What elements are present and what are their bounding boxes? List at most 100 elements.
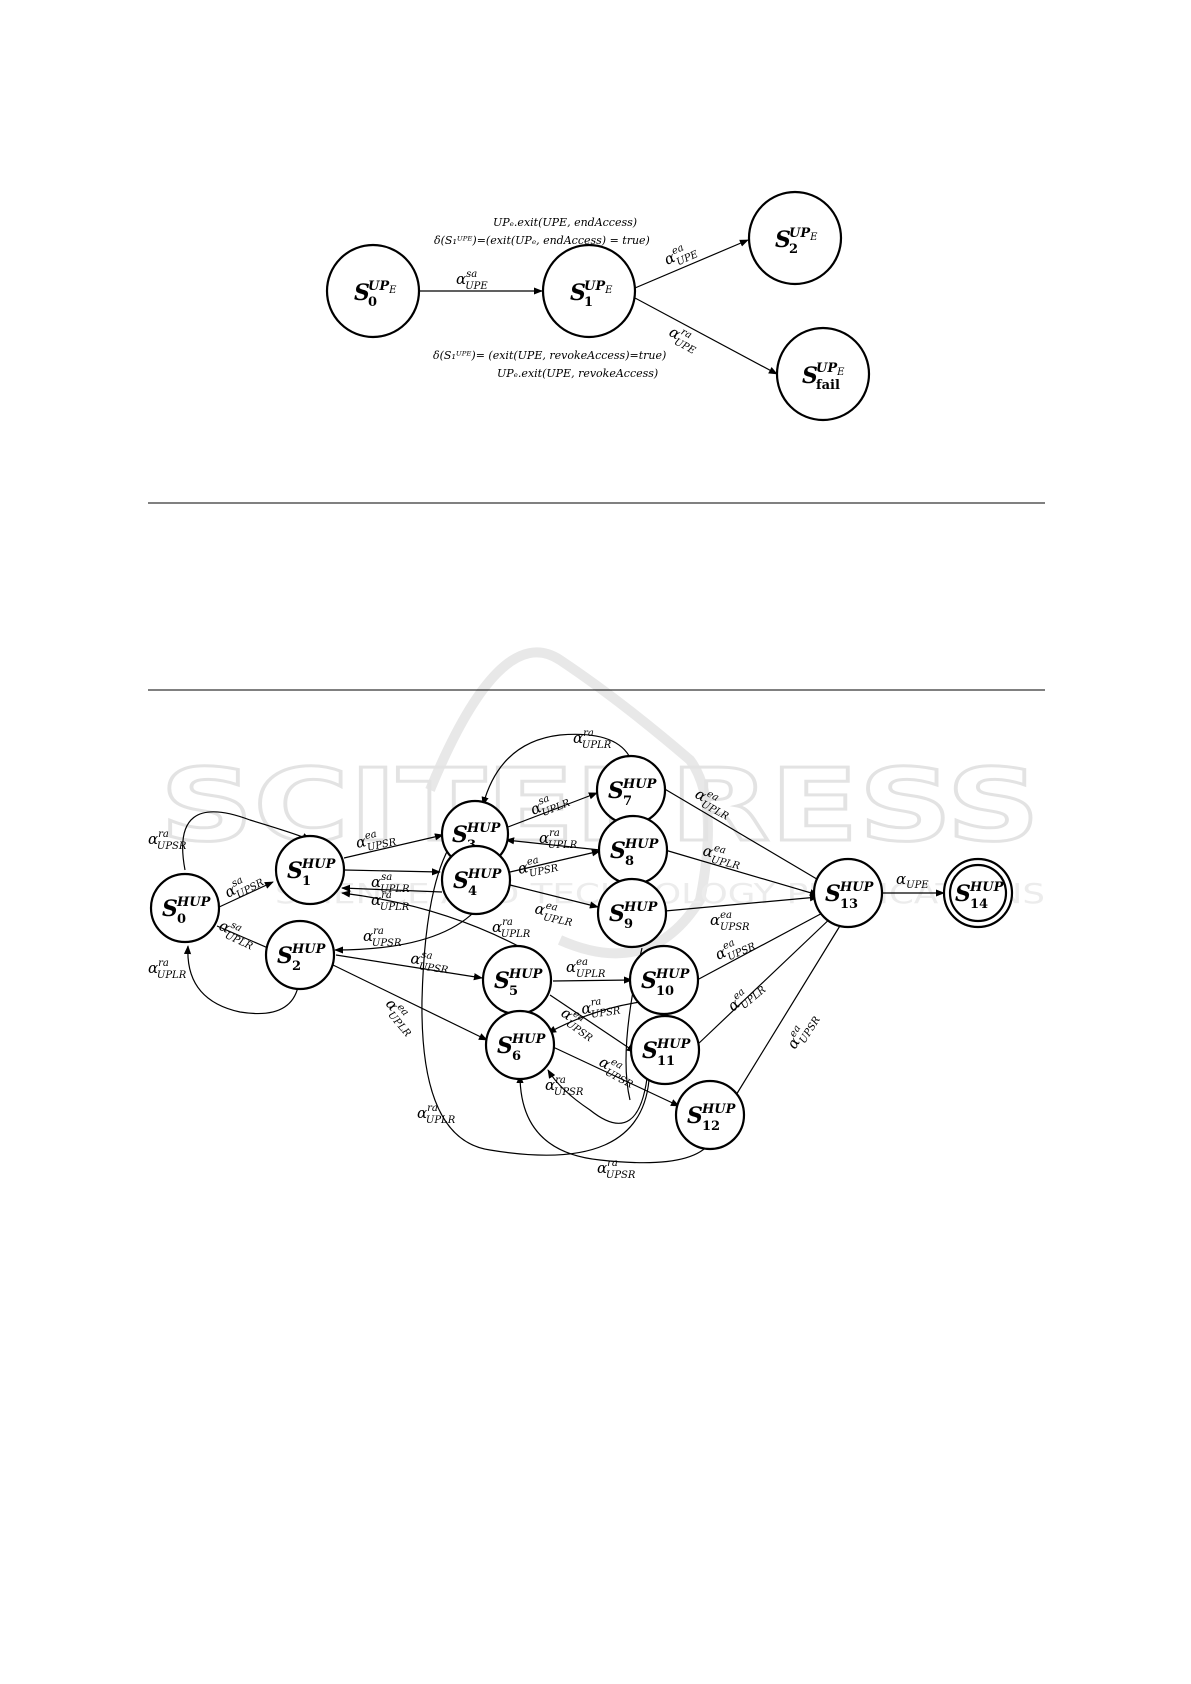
svg-text:HUP: HUP	[466, 821, 502, 836]
svg-text:1: 1	[302, 874, 311, 889]
svg-text:2: 2	[789, 242, 798, 257]
state-h11: S HUP 11	[629, 1014, 701, 1086]
svg-text:S: S	[642, 1038, 658, 1064]
svg-text:S: S	[354, 280, 370, 306]
transition-label: αsaUPSR	[409, 948, 451, 976]
svg-text:UPE: UPE	[789, 226, 818, 243]
svg-text:S: S	[802, 363, 818, 389]
annotation-end-exit: UPₑ.exit(UPE, endAccess)	[493, 216, 637, 229]
svg-text:11: 11	[657, 1054, 675, 1069]
state-h1: S HUP 1	[274, 834, 346, 906]
edge-h5-h11	[549, 994, 636, 1053]
bottom-diagram: S HUP 0 S HUP 1 S HUP 2 S HUP 3	[148, 728, 1014, 1181]
edge-h12-h13	[732, 915, 847, 1101]
edge-h0-h2	[216, 925, 276, 952]
svg-text:fail: fail	[816, 378, 840, 393]
state-h4: S HUP 4	[440, 844, 512, 916]
state-h5: S HUP 5	[481, 944, 553, 1016]
transition-label: αeaUPSR	[712, 930, 758, 967]
state-h13: S HUP 13	[812, 857, 884, 929]
svg-text:7: 7	[623, 794, 632, 809]
svg-text:0: 0	[177, 912, 186, 927]
state-h7: S HUP 7	[595, 754, 667, 826]
transition-label: αraUPSR	[580, 994, 622, 1022]
svg-text:5: 5	[509, 984, 518, 999]
edge-h6-h12	[552, 1046, 680, 1107]
svg-text:UPE: UPE	[368, 279, 397, 296]
edge-h5-h1	[341, 890, 521, 948]
svg-text:HUP: HUP	[622, 777, 658, 792]
svg-text:HUP: HUP	[301, 857, 337, 872]
svg-text:S: S	[608, 778, 624, 804]
state-h9: S HUP 9	[596, 877, 668, 949]
svg-text:S: S	[570, 280, 586, 306]
edge-h9-h13	[664, 894, 819, 912]
edge-h11-h13	[696, 912, 837, 1046]
svg-text:S: S	[452, 822, 468, 848]
svg-text:HUP: HUP	[624, 837, 660, 852]
svg-text:HUP: HUP	[623, 900, 659, 915]
svg-text:S: S	[687, 1103, 703, 1129]
svg-text:HUP: HUP	[176, 895, 212, 910]
svg-text:4: 4	[468, 884, 477, 899]
edge-h1-h3	[343, 833, 444, 859]
svg-text:S: S	[825, 881, 841, 907]
svg-text:HUP: HUP	[655, 967, 691, 982]
svg-text:8: 8	[625, 854, 634, 869]
svg-text:HUP: HUP	[969, 880, 1005, 895]
edge-h8-h3	[505, 837, 601, 851]
transition-label: αsaUPSR	[221, 866, 266, 905]
bottom-states: S HUP 0 S HUP 1 S HUP 2 S HUP 3	[149, 754, 1014, 1151]
label-s1-s2: αeaUPE	[661, 238, 701, 273]
edge-h2-h5	[335, 954, 483, 981]
svg-text:6: 6	[512, 1049, 521, 1064]
watermark-swoosh	[425, 647, 713, 959]
svg-text:2: 2	[292, 959, 301, 974]
svg-text:HUP: HUP	[511, 1032, 547, 1047]
edge-h2-loop-bottom	[183, 945, 299, 1015]
svg-text:HUP: HUP	[839, 880, 875, 895]
svg-text:UPE: UPE	[816, 361, 845, 378]
edge-h0-loop-top	[182, 811, 311, 871]
svg-text:UPE: UPE	[584, 279, 613, 296]
svg-text:0: 0	[368, 295, 377, 310]
svg-text:HUP: HUP	[656, 1037, 692, 1052]
svg-text:S: S	[277, 943, 293, 969]
svg-text:14: 14	[970, 897, 988, 912]
transition-label: αUPE	[896, 870, 929, 891]
edge-h12-h6-arc	[516, 1074, 711, 1164]
state-h14-final: S HUP 14	[942, 857, 1014, 929]
edge-h1-h4	[343, 868, 441, 876]
svg-text:S: S	[497, 1033, 513, 1059]
bottom-edges	[182, 733, 945, 1164]
edge-h8-h13	[664, 849, 819, 897]
svg-text:S: S	[494, 968, 510, 994]
edge-s1-s2	[634, 239, 749, 289]
svg-text:S: S	[609, 901, 625, 927]
svg-text:9: 9	[624, 917, 633, 932]
svg-text:S: S	[162, 896, 178, 922]
annotation-end-delta: δ(S₁ᵁᴾᴱ)=(exit(UPₑ, endAccess) = true)	[434, 234, 650, 247]
annotation-revoke-exit: UPₑ.exit(UPE, revokeAccess)	[497, 367, 658, 380]
svg-text:S: S	[955, 881, 971, 907]
svg-text:HUP: HUP	[467, 867, 503, 882]
edge-h4-h9	[509, 884, 599, 909]
transition-label: αeaUPSR	[516, 851, 560, 882]
state-s1-up-e: S UPE 1	[541, 243, 637, 339]
state-s2-up-e: S UPE 2	[747, 190, 843, 286]
edge-h3-h7	[507, 792, 598, 828]
state-sfail-up-e: S UPE fail	[775, 326, 871, 422]
